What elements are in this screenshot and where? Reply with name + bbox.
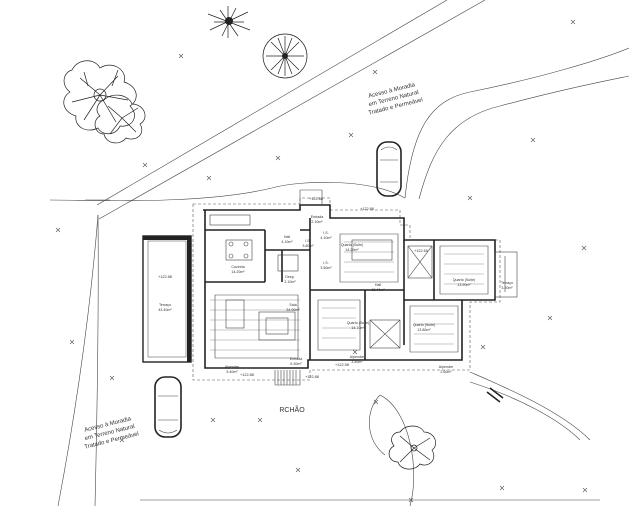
room-bedroom-1-name: Quarto (Suite) xyxy=(341,243,364,247)
room-living-name: Sala xyxy=(289,303,296,307)
terrace-west xyxy=(142,235,192,363)
room-wc-1-area: 4.10m² xyxy=(320,236,332,240)
room-bedroom-1-area: 14.20m² xyxy=(345,248,359,252)
room-porch-mid-area: 3.40m² xyxy=(351,360,363,364)
level-mark-south: +122.88 xyxy=(305,375,319,379)
room-bedroom-2-area: 13.90m² xyxy=(457,283,471,287)
room-terrace-east-name: Terraço xyxy=(501,281,513,285)
tree-left-small xyxy=(94,94,146,144)
room-hall-central-area: 12.40m² xyxy=(371,288,385,292)
level-mark-terrace: +122.88 xyxy=(158,275,172,279)
room-kitchen-name: Cozinha xyxy=(231,265,244,269)
room-entrance-area: 2.10m² xyxy=(311,220,323,224)
level-mark-north-entry: +122.88 xyxy=(309,197,323,201)
room-porch-mid-name: Alpendre xyxy=(350,355,364,359)
level-mark-north: +122.88 xyxy=(360,207,374,211)
tree-top-center xyxy=(207,6,251,38)
entrance-steps xyxy=(274,189,323,386)
room-hall-central-name: Hall xyxy=(375,283,381,287)
room-bath-1-area: 3.50m² xyxy=(320,266,332,270)
room-terrace-west-name: Terraço xyxy=(159,303,171,307)
room-entrance-name: Entrada xyxy=(311,215,324,219)
room-hall-entrance-area: 6.30m² xyxy=(290,362,302,366)
room-labels: Terraço 43.40m² Cozinha 14.20m² Hall 4.1… xyxy=(158,215,513,374)
level-mark-east: +122.65 xyxy=(414,249,428,253)
room-porch-right-area: 2.60m² xyxy=(440,370,452,374)
gate xyxy=(486,387,504,403)
room-bedroom-4-name: Quarto (Suite) xyxy=(413,323,436,327)
furniture xyxy=(209,214,393,341)
terrain-label-top: Acesso à Moradia em Terreno Natural Trat… xyxy=(368,82,424,117)
terrain-label-bottom: Acesso à Moradia em Terreno Natural Trat… xyxy=(84,416,140,451)
level-mark-south-west: +122.88 xyxy=(240,373,254,377)
room-terrace-west-area: 43.40m² xyxy=(158,308,172,312)
room-lobby-name: Hall xyxy=(284,235,290,239)
access-road xyxy=(49,0,629,506)
room-pantry-name: Desp. xyxy=(285,275,294,279)
room-bedroom-2-name: Quarto (Suite) xyxy=(453,278,476,282)
floor-label: RCHÃO xyxy=(279,405,305,414)
room-wc-small-area: 3.80m² xyxy=(302,244,314,248)
level-marks: +122.88 +122.88 +122.88 +122.65 +122.88 … xyxy=(158,197,428,379)
building-outline xyxy=(192,197,518,381)
room-lobby-area: 4.10m² xyxy=(281,240,293,244)
room-living-area: 34.90m² xyxy=(286,308,300,312)
room-terrace-east-area: 3.20m² xyxy=(501,286,513,290)
room-bedroom-4-area: 13.80m² xyxy=(417,328,431,332)
room-kitchen-area: 14.20m² xyxy=(231,270,245,274)
tree-top-right xyxy=(262,33,308,79)
room-wc-1-name: I.S. xyxy=(323,231,328,235)
room-bath-1-name: I.S. xyxy=(323,261,328,265)
room-porch-right-name: Alpendre xyxy=(439,365,453,369)
level-mark-south-mid: +122.58 xyxy=(335,363,349,367)
tree-bottom xyxy=(388,425,436,470)
room-bedroom-3-name: Quarto (Suite) xyxy=(347,321,370,325)
car-top xyxy=(376,141,402,197)
room-porch-left-name: Alpendre xyxy=(225,365,239,369)
room-pantry-area: 2.10m² xyxy=(284,280,296,284)
survey-points xyxy=(55,19,588,503)
tree-left-large xyxy=(63,60,137,135)
room-wc-small-name: I.S. xyxy=(305,239,310,243)
car-bottom xyxy=(154,376,182,438)
room-porch-left-area: 5.40m² xyxy=(226,370,238,374)
room-hall-entrance-name: Entrada xyxy=(290,357,303,361)
room-bedroom-3-area: 14.10m² xyxy=(351,326,365,330)
